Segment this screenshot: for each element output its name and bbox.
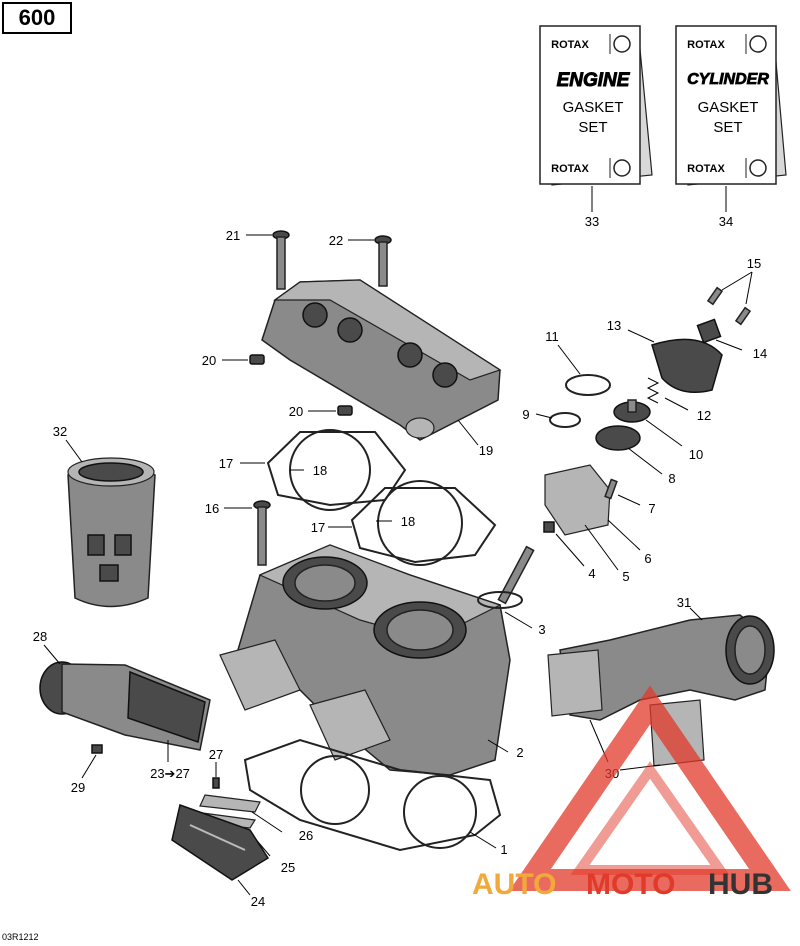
bolt-21: [272, 230, 290, 290]
rotax-logo-icon: [749, 159, 767, 177]
plug-20-lower: [337, 405, 353, 416]
screw-29: [91, 744, 103, 754]
callout-8: 8: [668, 471, 675, 486]
screws-15: [706, 286, 752, 326]
callout-1: 1: [500, 842, 507, 857]
callout-27: 27: [209, 747, 223, 762]
valve-cover: [651, 338, 723, 393]
kit1-line3: SET: [578, 119, 607, 136]
cylinder-head: [261, 279, 502, 441]
callout-18-upper: 18: [313, 463, 327, 478]
kit2-line3: SET: [713, 119, 742, 136]
callout-20-upper: 20: [202, 353, 216, 368]
callout-29: 29: [71, 780, 85, 795]
cylinder-gasket-set-kit: ROTAX CYLINDER GASKET SET ROTAX: [675, 25, 787, 186]
kit1-line1: ENGINE: [557, 70, 631, 91]
reed-stopper-26: [199, 794, 261, 813]
bolt-16: [253, 500, 271, 566]
kit2-line2: GASKET: [698, 99, 759, 116]
valve-part-4: [543, 521, 555, 533]
callout-15: 15: [747, 256, 761, 271]
callout-17-upper: 17: [219, 456, 233, 471]
engine-badge: 600: [2, 2, 72, 34]
callout-23-27: 23➔27: [150, 766, 190, 781]
kit1-brand-top: ROTAX: [551, 39, 589, 51]
rotax-logo-icon: [749, 35, 767, 53]
callout-17-lower: 17: [311, 520, 325, 535]
kit1-brand-bottom: ROTAX: [551, 163, 589, 175]
kit2-line1: CYLINDER: [687, 71, 769, 88]
callout-16: 16: [205, 501, 219, 516]
document-reference: 03R1212: [2, 932, 39, 942]
callout-12: 12: [697, 408, 711, 423]
valve-bellows: [595, 425, 641, 451]
watermark-word-auto: AUTO: [472, 868, 556, 901]
cylinder-block: [219, 544, 511, 776]
callout-14: 14: [753, 346, 767, 361]
watermark-word-moto: MOTO: [586, 868, 675, 901]
intake-manifold: [39, 661, 211, 751]
screw-27: [212, 777, 220, 789]
callout-9: 9: [522, 407, 529, 422]
plug-20-upper: [249, 354, 265, 365]
callout-24: 24: [251, 894, 265, 909]
exhaust-manifold: [547, 614, 775, 767]
valve-piston: [613, 399, 651, 423]
o-ring-11: [565, 374, 611, 396]
callout-20-lower: 20: [289, 404, 303, 419]
reed-block-24: [171, 804, 270, 881]
callout-6: 6: [644, 551, 651, 566]
rotax-logo-icon: [613, 35, 631, 53]
callout-25: 25: [281, 860, 295, 875]
base-gasket: [243, 738, 502, 852]
callout-18-lower: 18: [401, 514, 415, 529]
spring-12: [646, 377, 660, 404]
screw-7: [604, 478, 618, 500]
callout-4: 4: [588, 566, 595, 581]
rotax-logo-icon: [613, 159, 631, 177]
callout-2: 2: [516, 745, 523, 760]
callout-22: 22: [329, 233, 343, 248]
watermark-logo: AUTO MOTO HUB: [472, 685, 791, 901]
callout-28: 28: [33, 629, 47, 644]
kit1-line2: GASKET: [563, 99, 624, 116]
callout-31: 31: [677, 595, 691, 610]
callout-19: 19: [479, 443, 493, 458]
callout-13: 13: [607, 318, 621, 333]
callout-5: 5: [622, 569, 629, 584]
callout-10: 10: [689, 447, 703, 462]
callout-21: 21: [226, 228, 240, 243]
rave-valve-rod: [477, 545, 535, 609]
cylinder-sleeve: [67, 457, 156, 608]
kit2-brand-bottom: ROTAX: [687, 163, 725, 175]
callout-3: 3: [538, 622, 545, 637]
bolt-22: [374, 235, 392, 287]
callout-26: 26: [299, 828, 313, 843]
valve-housing: [544, 464, 611, 536]
callout-33: 33: [585, 214, 599, 229]
kit2-brand-top: ROTAX: [687, 39, 725, 51]
head-gasket-upper: [266, 429, 407, 511]
valve-cap: [696, 318, 722, 344]
callout-34: 34: [719, 214, 733, 229]
callout-7: 7: [648, 501, 655, 516]
callout-11: 11: [545, 329, 559, 344]
o-ring-9: [549, 412, 581, 428]
head-gasket-lower: [350, 480, 497, 566]
watermark-word-hub: HUB: [708, 868, 773, 901]
callout-32: 32: [53, 424, 67, 439]
engine-gasket-set-kit: ROTAX ENGINE GASKET SET ROTAX: [539, 25, 653, 186]
